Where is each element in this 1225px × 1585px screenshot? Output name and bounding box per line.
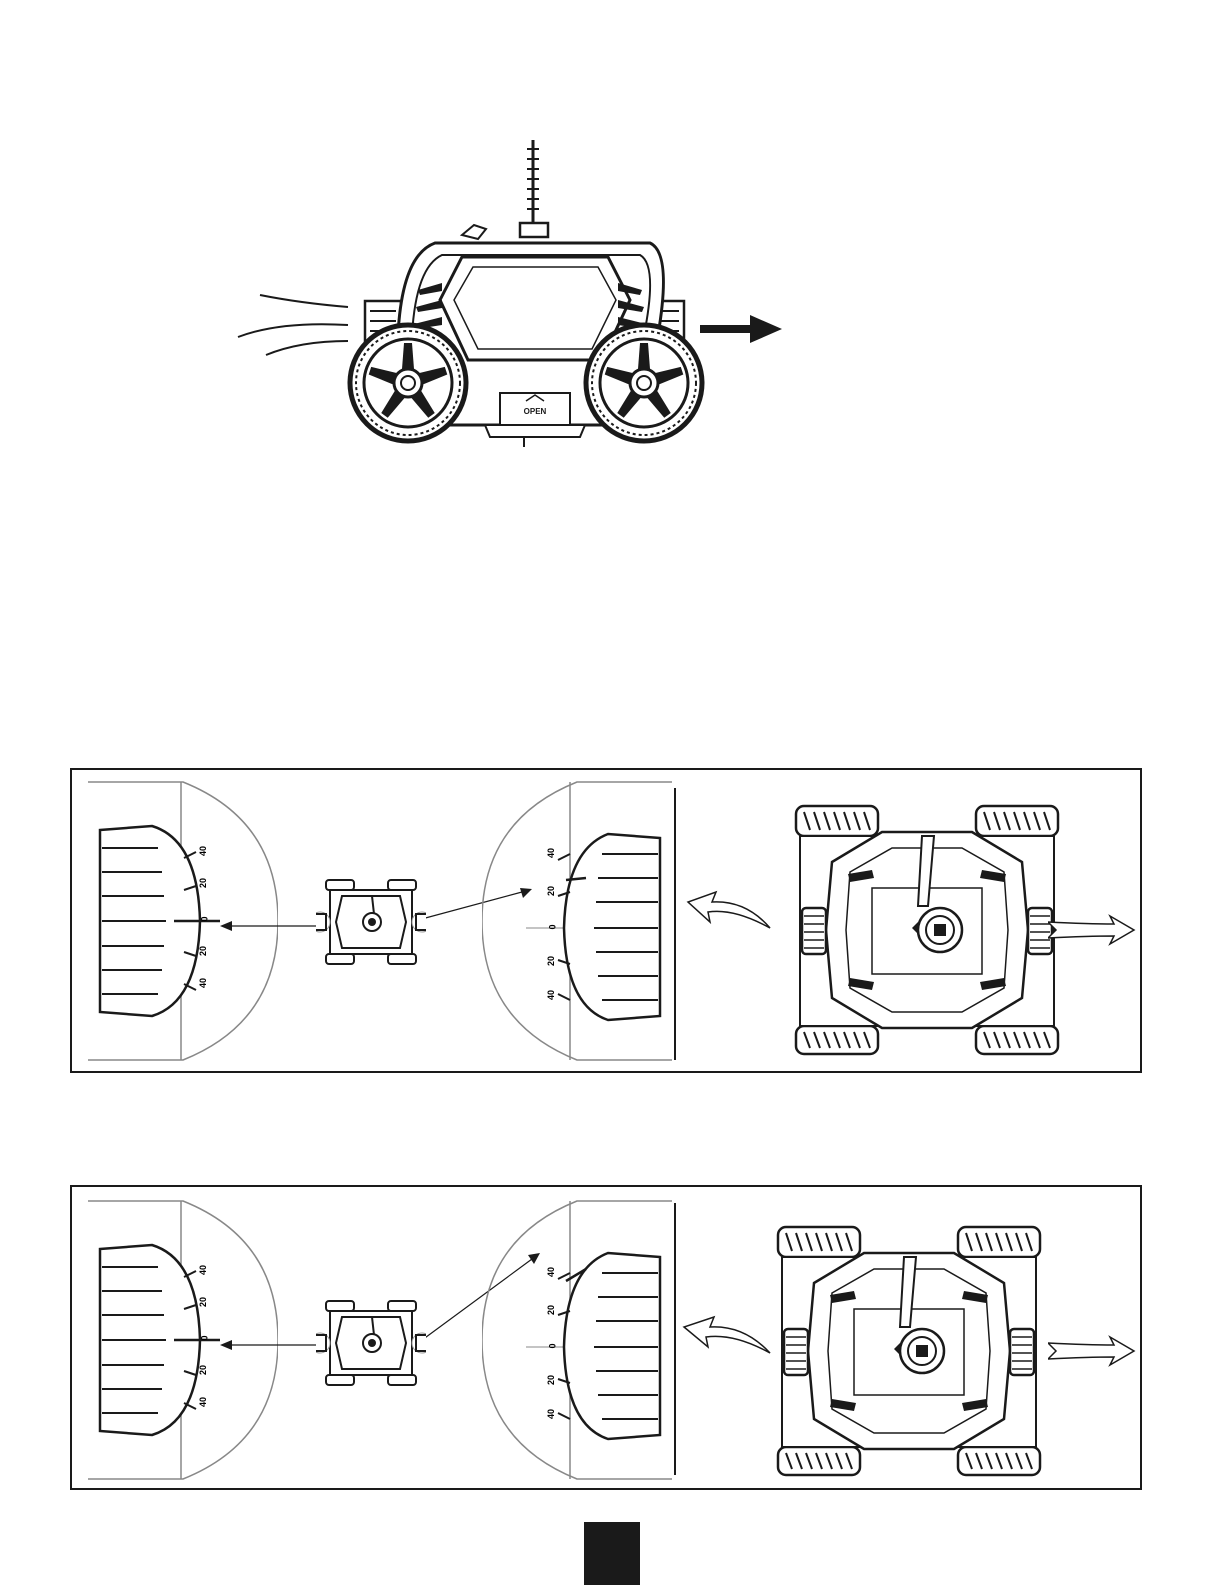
direction-arrow-icon [700, 315, 782, 343]
zoom-right-tick-1: 40 [546, 848, 556, 858]
zoom-right-brush-icon [482, 780, 672, 1062]
zoom-left-tick-2: 20 [198, 878, 208, 888]
robot-top-small-icon [316, 1297, 426, 1389]
zoom-left-tick-5: 40 [198, 1397, 208, 1407]
zoom-right-tick-4: 20 [546, 1375, 556, 1385]
zoom-left-tick-3: 0 [200, 916, 210, 921]
figure-divider [674, 1203, 676, 1475]
adjustment-figure-middle: 40 20 0 20 40 [70, 768, 1142, 1073]
figure-divider [674, 788, 676, 1060]
zoom-right-tick-1: 40 [546, 1267, 556, 1277]
zoom-left-tick-4: 20 [198, 1365, 208, 1375]
zoom-right-tick-5: 40 [546, 1409, 556, 1419]
turn-arrow-icon [680, 1313, 774, 1369]
zoom-left-tick-1: 40 [198, 1265, 208, 1275]
zoom-left-tick-5: 40 [198, 978, 208, 988]
adjustment-figure-bottom: 40 20 0 20 40 [70, 1185, 1142, 1490]
zoom-left-tick-3: 0 [200, 1335, 210, 1340]
robot-top-small-icon [316, 876, 426, 968]
straight-arrow-icon [1048, 1335, 1136, 1367]
turn-arrow-icon [684, 888, 774, 944]
robot-top-large-icon [792, 802, 1062, 1057]
robot-top-large-icon [774, 1223, 1044, 1478]
zoom-right-tick-2: 20 [546, 1305, 556, 1315]
zoom-right-tick-2: 20 [546, 886, 556, 896]
open-hatch-label: OPEN [524, 407, 547, 416]
zoom-right-brush-icon [482, 1199, 672, 1481]
zoom-right-tick-3: 0 [548, 924, 558, 929]
zoom-left-tick-4: 20 [198, 946, 208, 956]
page-tab-marker [584, 1522, 640, 1585]
zoom-right-tick-3: 0 [548, 1343, 558, 1348]
zoom-left-tick-2: 20 [198, 1297, 208, 1307]
zoom-right-tick-5: 40 [546, 990, 556, 1000]
motion-lines-icon [230, 285, 350, 360]
straight-arrow-icon [1048, 914, 1136, 946]
zoom-right-tick-4: 20 [546, 956, 556, 966]
zoom-left-tick-1: 40 [198, 846, 208, 856]
